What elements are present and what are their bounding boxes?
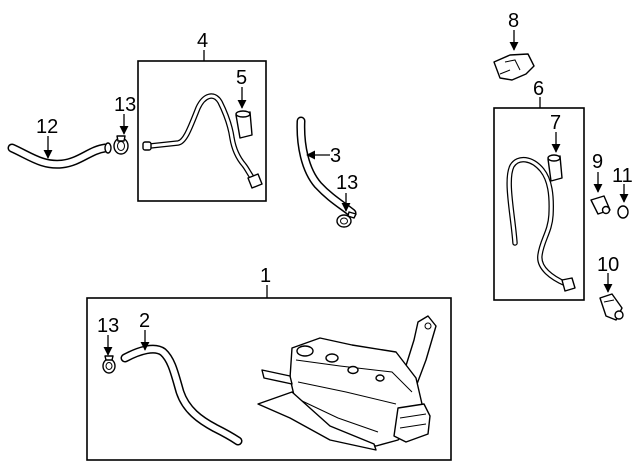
cap-part-7 [547,154,563,182]
clamp-part-13-top [113,135,129,155]
callout-4: 4 [197,30,208,52]
callout-3: 3 [330,145,341,167]
clamp-part-13-bottom [102,355,116,374]
callout-11: 11 [612,165,633,187]
hose-part-2 [120,344,243,446]
callout-13-top: 13 [114,94,136,116]
callout-12: 12 [36,116,58,138]
callout-1: 1 [260,265,271,287]
pipe-part-4 [142,93,263,189]
connector-part-9 [590,195,611,215]
clamp-part-13-mid [336,211,357,228]
callout-13-bottom: 13 [97,315,119,337]
ring-part-11 [617,205,629,219]
hose-part-12 [7,142,112,169]
callout-8: 8 [508,10,519,32]
group-box-1 [86,297,452,461]
valve-part-10 [599,293,624,321]
callout-5: 5 [236,67,247,89]
callout-9: 9 [592,151,603,173]
callout-7: 7 [550,112,561,134]
hose-part-3 [296,116,357,218]
callout-2: 2 [139,310,150,332]
group-box-4 [137,60,267,202]
group-box-6 [493,107,585,301]
bracket-part-8 [493,53,535,81]
canister-assembly [257,315,437,451]
callout-10: 10 [597,254,619,276]
callout-6: 6 [533,78,544,100]
callout-13-mid: 13 [336,172,358,194]
cap-part-5 [235,110,253,139]
pipe-part-6 [506,156,576,292]
